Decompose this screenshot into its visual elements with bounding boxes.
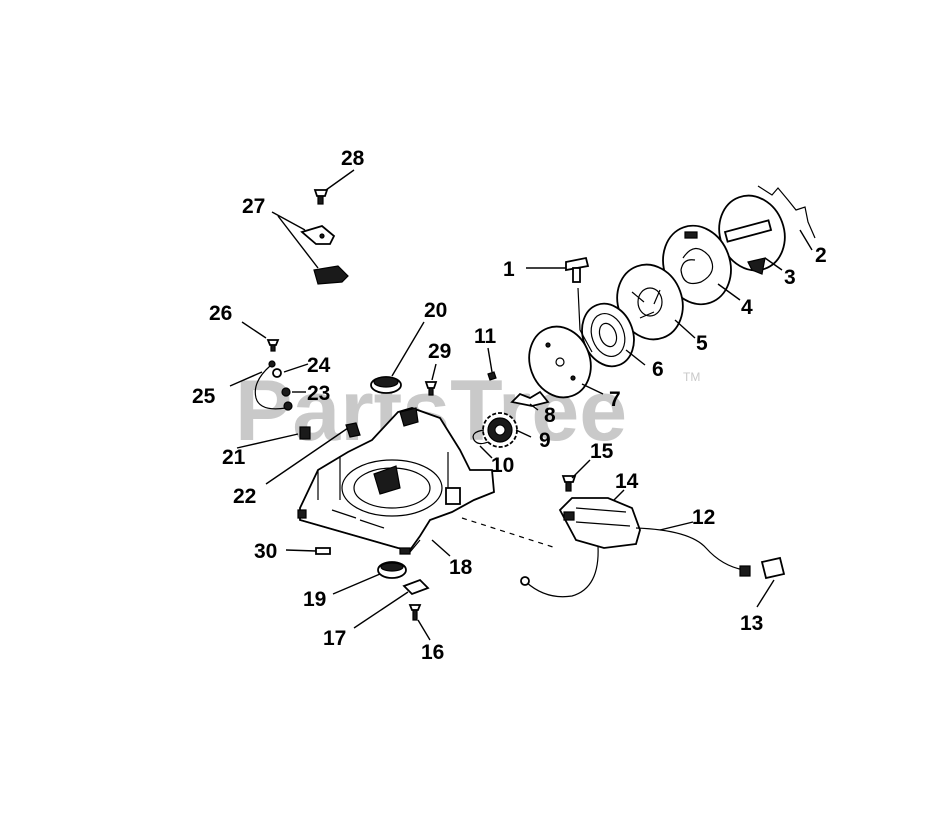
part-17-plate[interactable] (402, 578, 430, 596)
callout-23[interactable]: 23 (307, 382, 330, 405)
callout-labels: 1 2 3 4 5 6 7 8 9 10 11 12 13 14 15 16 1… (192, 147, 827, 664)
watermark-trademark: TM (683, 370, 700, 384)
callout-27[interactable]: 27 (242, 195, 265, 218)
part-19-bushing[interactable] (377, 561, 407, 579)
callout-7[interactable]: 7 (609, 388, 621, 411)
callout-11[interactable]: 11 (474, 325, 497, 348)
part-12-lead-wire[interactable] (461, 517, 745, 598)
callout-24[interactable]: 24 (307, 354, 331, 377)
part-24-washer[interactable] (272, 368, 282, 378)
part-6-rope-pulley[interactable] (574, 287, 643, 374)
callout-12[interactable]: 12 (692, 506, 715, 529)
callout-19[interactable]: 19 (303, 588, 326, 611)
callout-6[interactable]: 6 (652, 358, 664, 381)
part-13-terminal[interactable] (739, 556, 786, 580)
callout-30[interactable]: 30 (254, 540, 277, 563)
part-27-bracket-lower[interactable] (313, 265, 349, 285)
part-30-pin[interactable] (315, 547, 331, 555)
part-29-screw[interactable] (424, 381, 438, 396)
callout-18[interactable]: 18 (449, 556, 473, 579)
part-1-starter-handle[interactable] (565, 256, 590, 283)
callout-13[interactable]: 13 (740, 612, 763, 635)
part-23-nut[interactable] (281, 387, 291, 397)
callout-8[interactable]: 8 (544, 404, 556, 427)
callout-21[interactable]: 21 (222, 446, 246, 469)
part-2-wire[interactable] (757, 185, 816, 239)
part-9-gear[interactable] (482, 412, 518, 448)
callout-15[interactable]: 15 (590, 440, 614, 463)
callout-1[interactable]: 1 (503, 258, 515, 281)
callout-4[interactable]: 4 (741, 296, 753, 319)
part-28-screw[interactable] (313, 189, 329, 205)
callout-9[interactable]: 9 (539, 429, 551, 452)
part-20-bushing[interactable] (370, 376, 402, 394)
part-16-screw[interactable] (408, 604, 422, 621)
part-3-pulley[interactable] (709, 186, 795, 279)
callout-22[interactable]: 22 (233, 485, 256, 508)
callout-20[interactable]: 20 (424, 299, 447, 322)
part-18-housing[interactable] (297, 407, 495, 555)
part-15-screw[interactable] (561, 475, 577, 492)
part-25-wire[interactable] (254, 360, 293, 411)
part-26-screw[interactable] (266, 339, 280, 352)
part-21-plug[interactable] (299, 426, 311, 440)
callout-16[interactable]: 16 (421, 641, 444, 664)
callout-29[interactable]: 29 (428, 340, 451, 363)
part-10-clip[interactable] (472, 429, 489, 445)
callout-3[interactable]: 3 (784, 266, 796, 289)
part-27-bracket-upper[interactable] (300, 224, 336, 245)
callout-2[interactable]: 2 (815, 244, 827, 267)
part-14-ignition-module[interactable] (558, 497, 641, 549)
callout-5[interactable]: 5 (696, 332, 708, 355)
callout-14[interactable]: 14 (615, 470, 639, 493)
part-22-grommet[interactable] (345, 422, 361, 438)
callout-26[interactable]: 26 (209, 302, 232, 325)
part-11-screw[interactable] (487, 371, 497, 381)
leader-lines (229, 169, 813, 641)
callout-28[interactable]: 28 (341, 147, 365, 170)
callout-10[interactable]: 10 (491, 454, 514, 477)
part-7-flange[interactable] (519, 318, 600, 406)
part-5-cam-plate[interactable] (607, 255, 693, 348)
callout-25[interactable]: 25 (192, 385, 216, 408)
callout-17[interactable]: 17 (323, 627, 346, 650)
